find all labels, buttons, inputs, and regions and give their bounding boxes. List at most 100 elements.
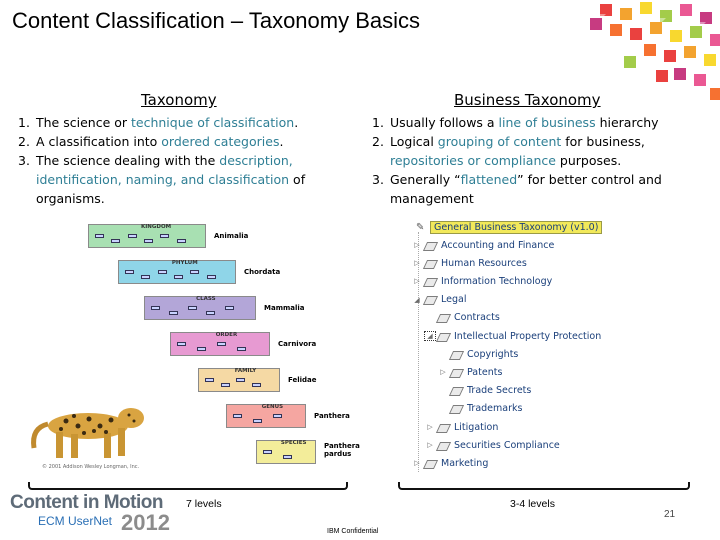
taxonomy-definition-item: 2.A classification into ordered categori… xyxy=(18,132,336,151)
taxonomy-definition-item: 3. The science dealing with the descripti… xyxy=(18,151,336,208)
highlighted-term: grouping of content xyxy=(437,134,562,149)
organism-chip xyxy=(220,383,230,387)
organism-chip xyxy=(237,347,246,351)
tier-name: Mammalia xyxy=(264,304,305,312)
expand-arrow-icon[interactable]: ▷ xyxy=(414,459,420,468)
tier-label: SPECIES xyxy=(280,440,307,446)
text-run: . xyxy=(294,115,299,130)
text-run: The science or xyxy=(36,115,131,130)
business-taxonomy-heading: Business Taxonomy xyxy=(454,91,601,109)
list-text: The science dealing with the description… xyxy=(36,151,336,208)
cube xyxy=(700,12,712,24)
cube-top xyxy=(640,0,654,2)
cube-top xyxy=(624,52,640,56)
category-tag-icon xyxy=(425,277,436,286)
tree-root[interactable]: ✎ General Business Taxonomy (v1.0) xyxy=(416,218,603,236)
expand-arrow-icon[interactable]: ▷ xyxy=(414,259,420,268)
text-run: A classification into xyxy=(36,134,162,149)
image-credit: © 2001 Addison Wesley Longman, Inc. xyxy=(42,464,140,470)
organism-chip xyxy=(236,378,245,382)
cube xyxy=(650,22,662,34)
tree-node[interactable]: ▷ Information Technology xyxy=(412,272,552,290)
leopard-illustration xyxy=(31,408,144,458)
tree-node[interactable]: Contracts xyxy=(425,309,500,327)
list-text: A classification into ordered categories… xyxy=(36,132,336,151)
organism-chip xyxy=(233,414,242,418)
tree-node-label: Accounting and Finance xyxy=(441,239,555,251)
tree-node[interactable]: ◢ Intellectual Property Protection xyxy=(424,327,602,345)
logo-year: 2012 xyxy=(121,510,170,535)
list-number: 1. xyxy=(18,115,30,130)
cube xyxy=(710,88,720,100)
cube xyxy=(684,46,696,58)
cube-top xyxy=(620,4,636,8)
tree-node[interactable]: Copyrights xyxy=(438,345,518,363)
cube-top xyxy=(656,66,672,70)
organism-chip xyxy=(111,239,121,243)
tree-node[interactable]: Trademarks xyxy=(438,400,522,418)
expand-arrow-icon[interactable]: ▷ xyxy=(414,241,420,249)
tree-node[interactable]: ◢ Legal xyxy=(412,291,466,309)
category-tag-icon xyxy=(451,404,462,413)
tree-root-label: General Business Taxonomy (v1.0) xyxy=(430,220,603,234)
cube-top xyxy=(710,30,720,34)
list-number: 3. xyxy=(18,153,30,168)
organism-chip xyxy=(187,306,197,310)
tree-node-label: Legal xyxy=(441,294,467,306)
tree-node[interactable]: ▷Securities Compliance xyxy=(425,436,559,454)
organism-chip xyxy=(190,270,200,274)
tier-class: CLASS xyxy=(144,296,256,320)
organism-chip xyxy=(127,234,137,238)
tier-genus: GENUS xyxy=(226,404,306,428)
tier-order: ORDER xyxy=(170,332,270,356)
text-run: Logical xyxy=(390,134,438,149)
taxonomy-heading: Taxonomy xyxy=(141,91,217,109)
tree-node-label: Copyrights xyxy=(467,348,519,360)
collapse-arrow-icon[interactable]: ◢ xyxy=(414,295,420,304)
highlighted-term: description, identification, naming, and… xyxy=(36,153,293,187)
expand-arrow-icon[interactable]: ▷ xyxy=(414,277,420,286)
highlighted-term: flattened xyxy=(460,172,518,187)
tier-species: SPECIES xyxy=(256,440,316,464)
cube-top xyxy=(644,40,660,44)
cube xyxy=(630,28,642,40)
tree-node-label: Intellectual Property Protection xyxy=(454,330,602,342)
organism-chip xyxy=(197,347,206,351)
cube-top xyxy=(610,20,626,24)
cube xyxy=(710,34,720,46)
tree-node-label: Information Technology xyxy=(441,275,553,287)
expand-arrow-icon[interactable]: ▷ xyxy=(427,441,433,450)
list-number: 1. xyxy=(372,115,384,130)
colored-cubes-graphic xyxy=(590,0,720,100)
tree-node[interactable]: ▷ Human Resources xyxy=(412,254,527,272)
cube xyxy=(694,74,706,86)
cube-top xyxy=(700,8,716,12)
collapse-arrow-icon[interactable]: ◢ xyxy=(424,331,436,341)
tree-node-label: Patents xyxy=(467,366,503,378)
tree-node[interactable]: ▷ Accounting and Finance xyxy=(412,236,554,254)
business-taxonomy-item: 3.Generally “flattened” for better contr… xyxy=(372,170,702,208)
organism-chip xyxy=(217,342,226,346)
tree-node[interactable]: ▷Litigation xyxy=(425,418,498,436)
expand-arrow-icon[interactable]: ▷ xyxy=(440,368,446,377)
cube-top xyxy=(664,46,680,50)
list-text: The science or technique of classificati… xyxy=(36,113,336,132)
cube xyxy=(610,24,622,36)
tree-node[interactable]: Trade Secrets xyxy=(438,382,531,400)
expand-arrow-icon[interactable]: ▷ xyxy=(427,423,433,431)
tree-node[interactable]: ▷Marketing xyxy=(412,454,488,472)
tree-node-label: Human Resources xyxy=(441,257,527,269)
cube-top xyxy=(600,0,616,4)
seven-levels-label: 7 levels xyxy=(186,498,222,510)
cube xyxy=(674,68,686,80)
tree-node-label: Contracts xyxy=(454,312,500,324)
tree-node[interactable]: ▷ Patents xyxy=(438,363,502,381)
organism-chip xyxy=(125,270,134,274)
list-number: 2. xyxy=(372,134,384,149)
tier-name: Chordata xyxy=(244,268,281,276)
cube xyxy=(590,18,602,30)
business-taxonomy-item: 2.Logical grouping of content for busine… xyxy=(372,132,702,170)
highlighted-term: line of business xyxy=(498,115,596,130)
organism-chip xyxy=(141,275,151,279)
seven-levels-bracket xyxy=(28,482,348,490)
